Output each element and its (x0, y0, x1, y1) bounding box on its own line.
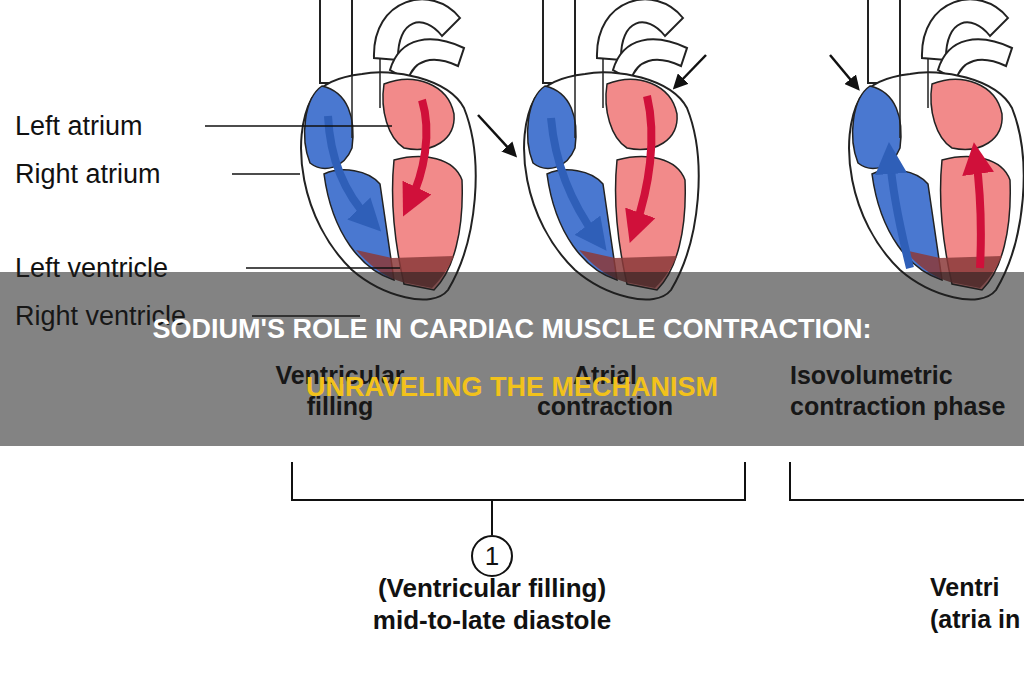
phase-note: (atria in (930, 604, 1024, 635)
step-circle: 1 (471, 535, 513, 577)
title-banner (0, 272, 1024, 446)
callout-number: 1 (485, 541, 499, 572)
phase-name: Ventri (930, 572, 1024, 603)
phase-bracket (292, 462, 1024, 535)
page-title: SODIUM'S ROLE IN CARDIAC MUSCLE CONTRACT… (112, 300, 912, 416)
part-label: Left atrium (15, 110, 215, 144)
phase-note: mid-to-late diastole (342, 604, 642, 637)
part-label: Right atrium (15, 158, 235, 192)
